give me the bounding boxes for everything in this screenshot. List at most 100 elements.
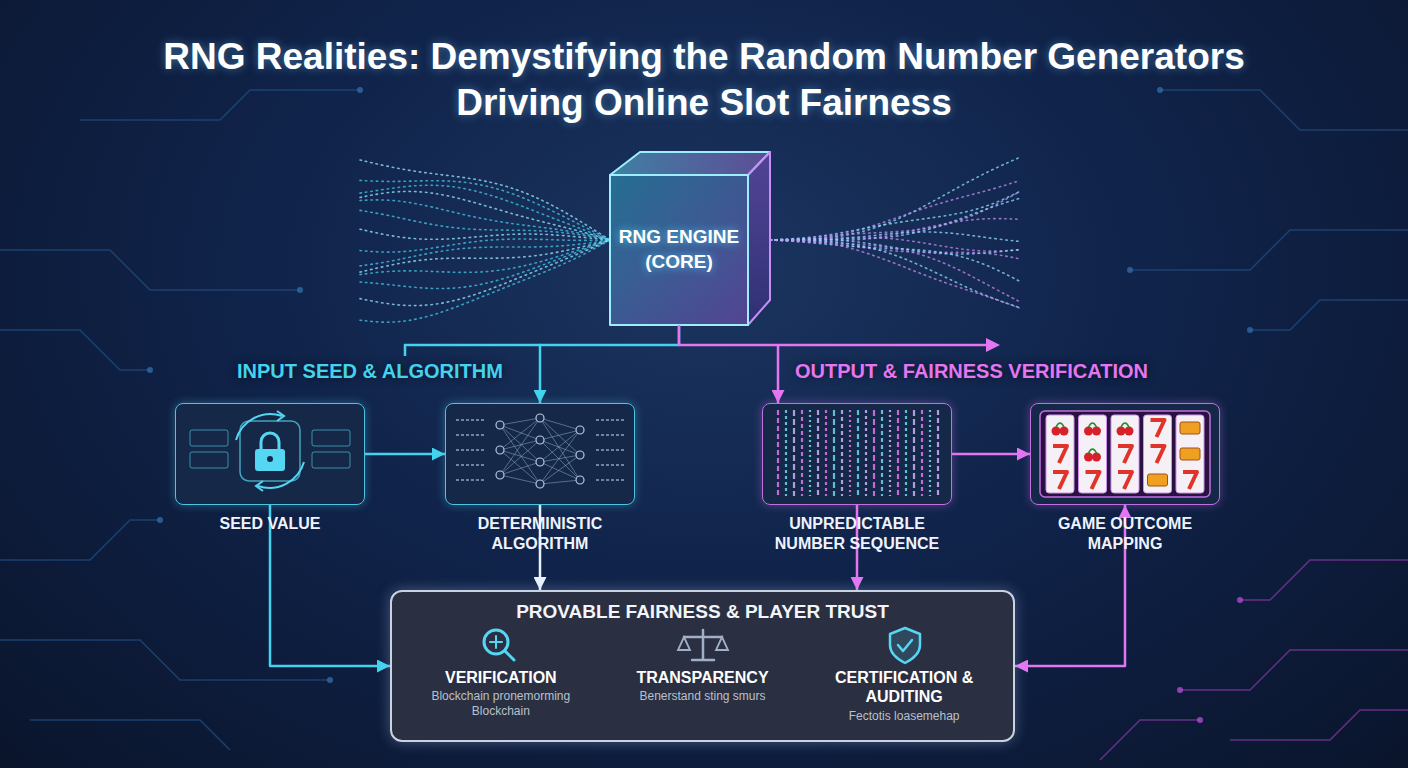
branch-lines xyxy=(405,345,541,356)
algorithm-link xyxy=(540,418,580,455)
data-stream xyxy=(770,240,1020,308)
branch-lines xyxy=(986,338,1000,352)
number-rain xyxy=(913,410,915,496)
circuit-traces xyxy=(0,250,300,290)
process-box: GAME OUTCOME MAPPING xyxy=(1030,403,1220,505)
algorithm-link xyxy=(540,430,580,440)
pillar-note: Blockchain pronemorming Blockchain xyxy=(406,689,596,719)
algorithm-link xyxy=(540,440,580,480)
seven-symbol xyxy=(1053,446,1067,463)
pillar-note: Fectotis loasemehap xyxy=(809,709,999,724)
cherry-symbol xyxy=(1117,427,1126,436)
pillar: TRANSPARENCYBenerstand sting smurs xyxy=(602,624,804,724)
number-rain xyxy=(793,410,795,496)
circuit-traces xyxy=(0,330,150,370)
number-rain xyxy=(857,410,859,496)
algorithm-link xyxy=(540,462,580,480)
rng-cube xyxy=(610,152,770,175)
process-box: DETERMINISTIC ALGORITHM xyxy=(445,403,635,505)
shield-icon xyxy=(890,628,920,663)
branch-lines xyxy=(405,338,1000,356)
number-rain xyxy=(897,410,899,496)
seven-symbol xyxy=(1118,472,1132,489)
data-stream xyxy=(360,160,610,240)
formula-mark xyxy=(596,464,624,466)
algorithm-link xyxy=(500,418,540,475)
seven-symbol xyxy=(1053,472,1067,489)
formula-mark xyxy=(456,449,484,451)
slot-reels xyxy=(1040,411,1210,497)
data-stream xyxy=(360,240,610,306)
seed-icon xyxy=(256,481,263,491)
pillar-heading: TRANSPARENCY xyxy=(608,668,798,688)
circuit-traces xyxy=(1160,90,1408,130)
algorithm-link xyxy=(500,440,540,450)
number-rain xyxy=(873,410,875,496)
magnifier-icon xyxy=(484,630,508,654)
number-rain xyxy=(865,410,867,496)
algorithm-link xyxy=(500,450,540,462)
cherry-symbol xyxy=(1056,423,1064,427)
number-rain xyxy=(937,410,939,496)
data-stream xyxy=(360,229,610,240)
circuit-traces-pink xyxy=(1100,720,1200,760)
data-stream xyxy=(770,240,1020,308)
algorithm-link xyxy=(540,455,580,462)
circuit-pads xyxy=(157,517,163,523)
connector-arrow xyxy=(952,453,1030,456)
circuit-pads xyxy=(1157,87,1163,93)
algorithm-link xyxy=(500,462,540,475)
circuit-traces xyxy=(0,520,160,560)
algorithm-link xyxy=(540,440,580,455)
data-stream xyxy=(360,240,610,322)
cherry-symbol xyxy=(1084,453,1093,462)
formula-mark xyxy=(596,479,624,481)
data-stream xyxy=(770,239,1020,254)
circuit-traces-pink xyxy=(1230,710,1408,740)
seed-icon xyxy=(312,430,350,446)
circuit-pads xyxy=(1247,327,1253,333)
formula-mark xyxy=(596,419,624,421)
rng-cube xyxy=(748,152,770,325)
algorithm-node xyxy=(496,471,504,479)
section-label: INPUT SEED & ALGORITHM xyxy=(237,360,503,383)
scales-icon xyxy=(678,637,728,650)
panel-frame xyxy=(1030,403,1220,505)
data-stream xyxy=(770,232,1020,241)
circuit-traces xyxy=(1130,230,1408,270)
magnifier-icon xyxy=(505,651,514,660)
circuit-traces xyxy=(80,90,360,120)
seed-icon xyxy=(190,430,228,446)
number-rain xyxy=(777,410,779,496)
data-stream xyxy=(360,240,610,289)
panel-frame xyxy=(445,403,635,505)
algorithm-node xyxy=(536,458,544,466)
algorithm-node xyxy=(536,436,544,444)
algorithm-link xyxy=(500,418,540,450)
pillar-note: Benerstand sting smurs xyxy=(608,689,798,704)
cherry-symbol xyxy=(1092,427,1101,436)
algorithm-link xyxy=(500,425,540,484)
circuit-pads xyxy=(1127,267,1133,273)
circuit-traces xyxy=(30,720,230,750)
panel-frame xyxy=(762,403,952,505)
data-stream xyxy=(770,240,1020,281)
data-stream xyxy=(770,240,1020,302)
seven-symbol xyxy=(1151,446,1165,463)
magnifier-icon xyxy=(490,636,502,648)
circuit-traces xyxy=(0,640,330,680)
data-stream xyxy=(770,157,1020,240)
data-stream xyxy=(360,210,610,240)
shield-icon xyxy=(898,640,912,651)
algorithm-link xyxy=(500,440,540,475)
seed-icon xyxy=(190,452,228,468)
bar-symbol xyxy=(1180,448,1200,460)
node-heading: UNPREDICTABLE NUMBER SEQUENCE xyxy=(762,514,952,553)
circuit-pads xyxy=(1197,717,1203,723)
algorithm-link xyxy=(540,430,580,462)
scales-icon xyxy=(678,630,728,660)
number-rain xyxy=(889,410,891,496)
circuit-pads xyxy=(327,677,333,683)
formula-mark xyxy=(596,449,624,451)
